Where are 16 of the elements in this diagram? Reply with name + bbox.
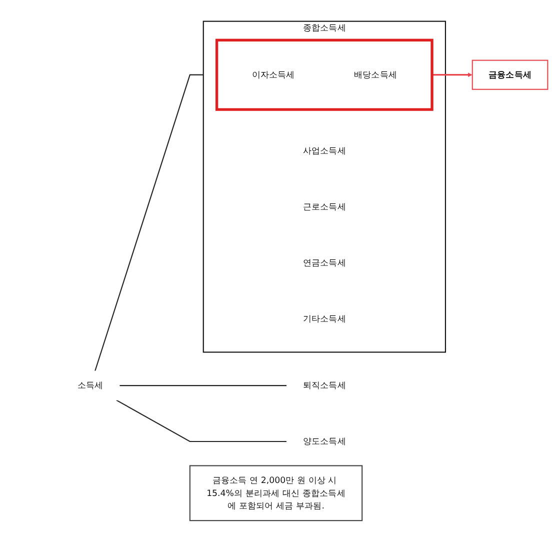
node-box: 금융소득세 bbox=[472, 60, 548, 90]
node-text: 퇴직소득세 bbox=[302, 380, 346, 390]
node-text: 근로소득세 bbox=[302, 202, 346, 212]
connector bbox=[116, 400, 287, 442]
connector bbox=[119, 385, 287, 386]
arrow bbox=[432, 72, 472, 77]
node-text: 사업소득세 bbox=[302, 146, 346, 156]
node-text: 이자소득세 bbox=[252, 69, 295, 80]
node-box: 금융소득 연 2,000만 원 이상 시 15.4%의 분리과세 대신 종합소득세에 포함되어 세금 부과됨. bbox=[189, 465, 363, 522]
node-text: 기타소득세 bbox=[302, 313, 346, 324]
node-text: 연금소득세 bbox=[302, 258, 346, 268]
node-text: 배당소득세 bbox=[354, 69, 398, 80]
connector bbox=[94, 74, 204, 372]
cluster bbox=[215, 38, 434, 111]
node-text: 양도소득세 bbox=[302, 436, 346, 446]
node-text: 소득세 bbox=[77, 380, 104, 390]
